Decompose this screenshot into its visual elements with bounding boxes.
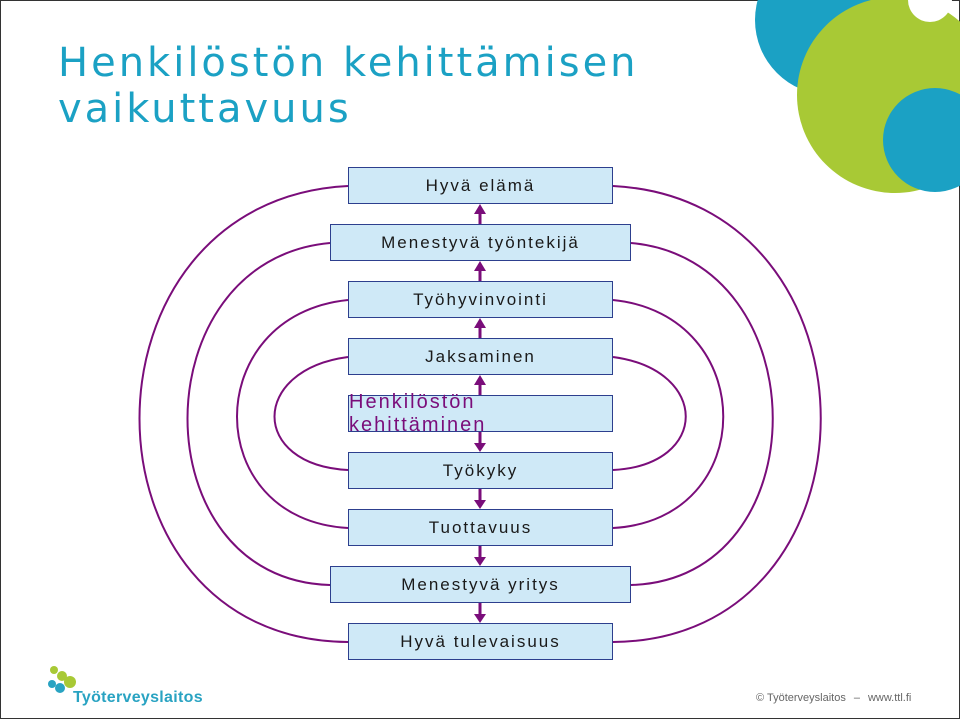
loop-2	[186, 242, 331, 586]
title-line-2: vaikuttavuus	[58, 86, 352, 132]
arrow-up-2-head	[474, 261, 486, 271]
box-menestyva-yritys: Menestyvä yritys	[330, 566, 631, 603]
footer: © Työterveyslaitos–www.ttl.fi	[756, 692, 911, 704]
footer-dash: –	[853, 692, 860, 704]
box-tyokyky: Työkyky	[348, 452, 613, 489]
decor-circle-small-blue	[883, 88, 960, 192]
box-henkiloston-kehittaminen: Henkilöstön kehittäminen	[348, 391, 613, 436]
arrow-down-3-head	[474, 557, 486, 566]
arrow-up-4-head	[474, 375, 486, 385]
footer-copyright: © Työterveyslaitos	[756, 692, 846, 704]
loop-2-right	[630, 242, 774, 586]
footer-url: www.ttl.fi	[867, 692, 912, 704]
decor-circle-white	[908, 0, 952, 22]
arrow-down-1-head	[474, 443, 486, 452]
box-menestyva-tyontekija: Menestyvä työntekijä	[330, 224, 631, 261]
title-line-1: Henkilöstön kehittämisen	[58, 40, 639, 86]
slide-title: Henkilöstön kehittämisen vaikuttavuus	[58, 40, 698, 132]
loop-3	[236, 299, 349, 529]
loop-outer	[138, 185, 349, 643]
loop-4	[273, 356, 349, 471]
loop-3-right	[612, 299, 725, 529]
box-hyva-elama: Hyvä elämä	[348, 167, 613, 204]
arrow-up-1-head	[474, 204, 486, 214]
loop-4-right	[612, 356, 687, 471]
loop-outer-right	[612, 185, 822, 643]
arrow-down-4-head	[474, 614, 486, 623]
box-hyva-tulevaisuus: Hyvä tulevaisuus	[348, 623, 613, 660]
logo-text: Työterveyslaitos	[73, 689, 203, 706]
arrow-up-3-head	[474, 318, 486, 328]
box-tuottavuus: Tuottavuus	[348, 509, 613, 546]
box-jaksaminen: Jaksaminen	[348, 338, 613, 375]
arrow-down-2-head	[474, 500, 486, 509]
box-tyohyvinvointi: Työhyvinvointi	[348, 281, 613, 318]
